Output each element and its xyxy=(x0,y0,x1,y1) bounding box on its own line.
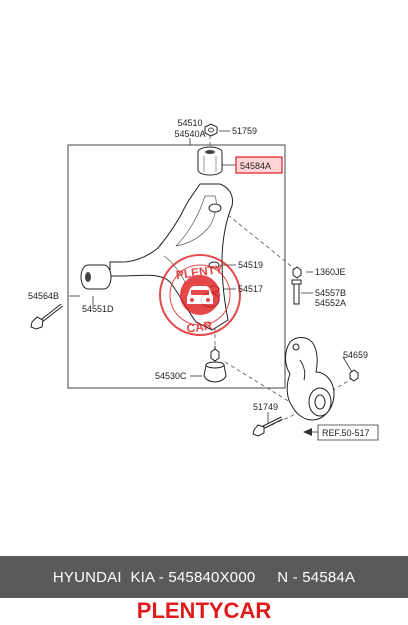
steering-knuckle-icon xyxy=(285,337,335,421)
dashed-lines xyxy=(209,135,354,429)
plentycar-watermark: PLENTY CAR xyxy=(159,254,241,336)
bushing-54584a-icon xyxy=(197,146,223,176)
label-54552a: 54552A xyxy=(315,298,346,308)
bushing-54551d-icon xyxy=(80,264,112,290)
bolt-54557b-icon xyxy=(291,279,302,305)
bolt-54659-icon xyxy=(349,369,359,382)
label-51759: 51759 xyxy=(232,126,257,136)
part-number-text: HYUNDAI KIA - 545840X000 N - 54584A xyxy=(52,568,356,586)
brand-name: PLENTYCAR xyxy=(136,598,272,623)
assembly-frame xyxy=(67,144,286,389)
label-54551d: 54551D xyxy=(82,304,114,314)
label-54530c: 54530C xyxy=(155,371,187,381)
label-54510: 54510 xyxy=(177,118,202,128)
label-1360je: 1360JE xyxy=(315,267,346,277)
label-51749: 51749 xyxy=(253,402,278,412)
label-54584a: 54584A xyxy=(240,161,271,171)
bolt-51749-icon xyxy=(252,416,283,437)
highlight-box xyxy=(235,156,283,174)
ball-joint-54530c-icon xyxy=(203,346,227,383)
parts-diagram: PLENTY CAR 54510 54540A 51759 54584A 545… xyxy=(28,118,379,441)
label-54519: 54519 xyxy=(238,260,263,270)
label-54540a: 54540A xyxy=(174,129,205,139)
label-54564b: 54564B xyxy=(28,291,59,301)
watermark-text-bottom: CAR xyxy=(186,318,214,336)
bolt-54564b-icon xyxy=(30,303,64,330)
label-54659: 54659 xyxy=(343,350,368,360)
nut-1360je-icon xyxy=(292,266,302,279)
watermark-text-top: PLENTY xyxy=(175,262,224,282)
ref-box xyxy=(317,424,379,441)
label-54557b: 54557B xyxy=(315,288,346,298)
label-54517: 54517 xyxy=(238,284,263,294)
label-ref: REF.50-517 xyxy=(322,428,370,438)
ref-arrow-icon xyxy=(303,428,312,436)
footer-bar: HYUNDAI KIA - 545840X000 N - 54584A xyxy=(0,556,408,598)
nut-51759-icon xyxy=(204,123,218,137)
